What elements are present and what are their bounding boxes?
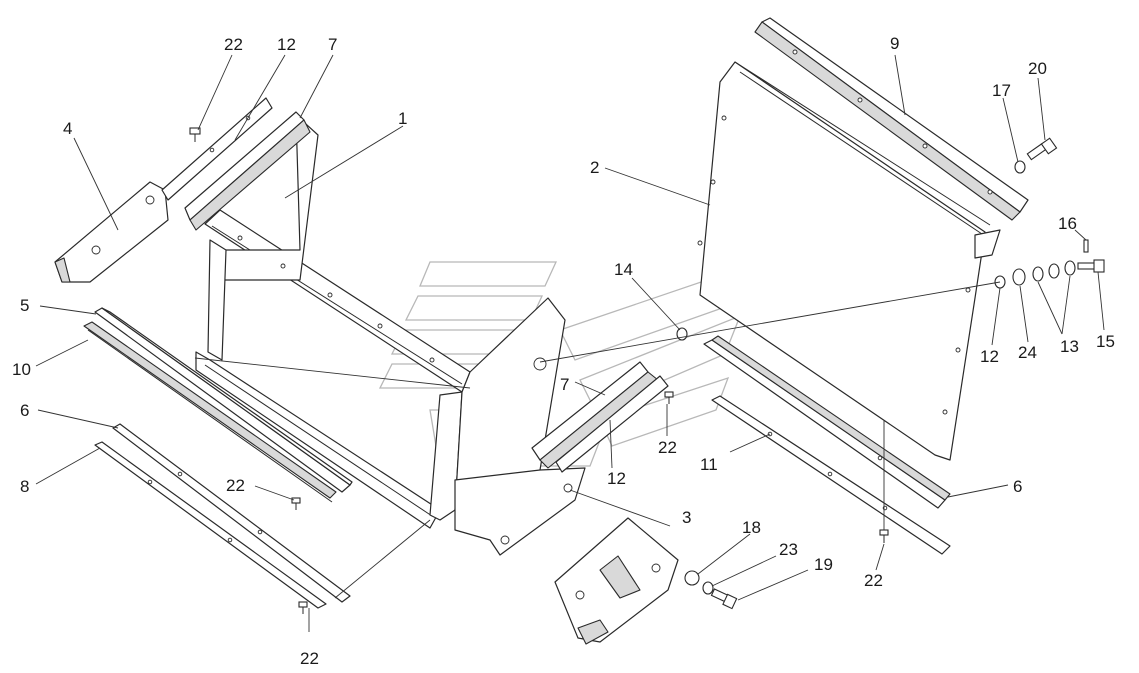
part-1-frame <box>195 114 586 556</box>
part-7-strip-top <box>184 111 311 231</box>
callout-16: 15 <box>1096 332 1115 351</box>
callout-2: 2 <box>590 158 599 177</box>
callout-22: 22 <box>226 476 245 495</box>
nut-18 <box>1014 160 1026 174</box>
pin-17 <box>1083 239 1089 253</box>
washer-23 <box>702 581 714 595</box>
callout-4: 4 <box>63 119 72 138</box>
washer-24 <box>1012 268 1026 286</box>
callout-19: 18 <box>742 518 761 537</box>
callout-22: 22 <box>864 571 883 590</box>
bolt-22-top <box>189 127 201 142</box>
callout-7: 7 <box>560 375 569 394</box>
callout-6: 6 <box>20 401 29 420</box>
part-4-bracket <box>54 181 169 283</box>
part-2-panel <box>697 61 1001 461</box>
part-8-strip <box>94 441 327 609</box>
part-6-angle-bar-right <box>703 335 951 509</box>
bolt-22-right <box>879 529 889 543</box>
callout-12: 12 <box>607 469 626 488</box>
leader-lines <box>35 54 1105 632</box>
callout-11: 11 <box>700 455 718 474</box>
callout-15: 14 <box>614 260 633 279</box>
part-1-holes <box>237 235 435 363</box>
part-5-angle-bar <box>94 307 353 493</box>
callouts: 22 12 7 1 4 5 10 6 8 22 22 2 9 17 20 16 … <box>12 34 1115 668</box>
callout-3: 3 <box>682 508 691 527</box>
part-10-seal-strip <box>83 321 337 503</box>
callout-20: 19 <box>814 555 833 574</box>
part-9-angle-bar <box>754 17 1029 221</box>
bolt-20 <box>710 588 738 610</box>
callout-21: 20 <box>1028 59 1047 78</box>
callout-10: 10 <box>12 360 31 379</box>
callout-6: 6 <box>1013 477 1022 496</box>
bolt-21 <box>1026 137 1058 161</box>
part-6-angle-bar-left <box>112 423 351 603</box>
washers-14 <box>1032 260 1076 282</box>
callout-22: 22 <box>658 438 677 457</box>
bolt-16 <box>1077 259 1105 273</box>
callout-22: 22 <box>224 35 243 54</box>
bolt-22-left <box>291 497 301 510</box>
bolt-22-middle <box>664 391 674 404</box>
callout-22: 22 <box>300 649 319 668</box>
part-2-holes <box>697 115 971 415</box>
callout-13: 12 <box>980 347 999 366</box>
callout-8: 8 <box>20 477 29 496</box>
part-3-bracket <box>554 517 679 645</box>
washer-19 <box>684 570 700 586</box>
callout-1: 1 <box>398 109 407 128</box>
part-12-strip-middle <box>555 375 669 473</box>
callout-17: 16 <box>1058 214 1077 233</box>
callout-23: 23 <box>779 540 798 559</box>
callout-7: 7 <box>328 35 337 54</box>
callout-9: 9 <box>890 34 899 53</box>
callout-24: 24 <box>1018 343 1037 362</box>
callout-12: 12 <box>277 35 296 54</box>
bolt-22-bottom <box>298 601 308 614</box>
hardware <box>189 127 1105 614</box>
callout-14: 13 <box>1060 337 1079 356</box>
callout-18: 17 <box>992 81 1011 100</box>
callout-5: 5 <box>20 296 29 315</box>
